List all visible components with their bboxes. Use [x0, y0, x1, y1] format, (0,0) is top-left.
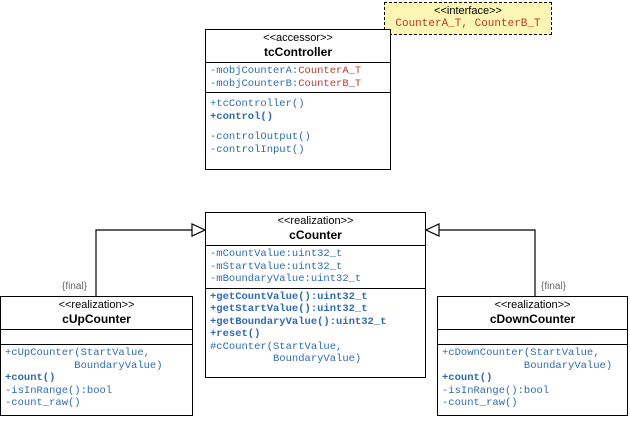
operation: -count_raw(): [5, 397, 81, 409]
attribute-name: -mobjCounterA:: [210, 65, 299, 77]
operations-section: +cDownCounter(StartValue, BoundaryValue)…: [438, 345, 627, 412]
operation: +getStartValue():uint32_t: [210, 303, 368, 315]
class-header: <<realization>> cCounter: [206, 213, 425, 246]
class-name: cDownCounter: [489, 312, 576, 326]
generalization-arrowhead-up: [191, 223, 207, 237]
class-stereotype: <<realization>>: [277, 215, 354, 227]
attribute: -mobjCounterB:CounterB_T: [210, 78, 386, 91]
attribute: -mBoundaryValue:uint32_t: [210, 273, 362, 285]
class-ccounter: <<realization>> cCounter -mCountValue:ui…: [205, 212, 426, 378]
interface-params: CounterA_T, CounterB_T: [395, 18, 541, 30]
operation: BoundaryValue): [5, 359, 163, 372]
class-stereotype: <<realization>>: [58, 299, 135, 311]
class-name: cUpCounter: [62, 312, 131, 326]
final-constraint-down: {final}: [541, 281, 567, 292]
interface-note: <<interface>> CounterA_T, CounterB_T: [384, 2, 552, 35]
class-stereotype: <<accessor>>: [263, 32, 333, 44]
operation: -isInRange():bool: [5, 384, 113, 397]
class-cdowncounter: <<realization>> cDownCounter +cDownCount…: [437, 296, 628, 416]
operation: -controlInput(): [210, 143, 305, 156]
operations-section: +getCountValue():uint32_t +getStartValue…: [206, 289, 425, 368]
operation: -controlOutput(): [210, 131, 311, 143]
operations-section: +tcController() +control() -controlOutpu…: [206, 93, 390, 158]
attributes-section: [1, 330, 192, 345]
class-name: cCounter: [289, 228, 342, 242]
operation: +control(): [210, 110, 274, 123]
operation: #cCounter(StartValue,: [210, 340, 343, 353]
attribute: -mCountValue:uint32_t: [210, 248, 343, 260]
class-header: <<realization>> cUpCounter: [1, 297, 192, 330]
operation: +cUpCounter(StartValue,: [5, 347, 150, 359]
attribute-name: -mobjCounterB:: [210, 77, 299, 90]
operation: +getBoundaryValue():uint32_t: [210, 315, 387, 328]
attributes-section: -mobjCounterA:CounterA_T -mobjCounterB:C…: [206, 63, 390, 93]
attribute: -mobjCounterA:CounterA_T: [210, 65, 386, 78]
attributes-section: [438, 330, 627, 345]
attributes-section: -mCountValue:uint32_t -mStartValue:uint3…: [206, 246, 425, 289]
operations-section: +cUpCounter(StartValue, BoundaryValue) +…: [1, 345, 192, 412]
operation: +tcController(): [210, 98, 305, 110]
operation: +count(): [442, 372, 493, 384]
operation: BoundaryValue): [210, 353, 362, 365]
class-header: <<realization>> cDownCounter: [438, 297, 627, 330]
class-header: <<accessor>> tcController: [206, 30, 390, 63]
attribute-type: CounterB_T: [298, 77, 362, 90]
operation: +count(): [5, 372, 56, 384]
interface-stereotype: <<interface>>: [434, 5, 502, 17]
generalization-line-down: [439, 229, 536, 296]
operation: -count_raw(): [442, 397, 518, 409]
attribute: -mStartValue:uint32_t: [210, 260, 343, 273]
generalization-line-up: [95, 229, 192, 296]
operation: BoundaryValue): [442, 359, 613, 372]
class-tccontroller: <<accessor>> tcController -mobjCounterA:…: [205, 29, 391, 170]
operation: -isInRange():bool: [442, 384, 550, 397]
class-stereotype: <<realization>>: [494, 299, 571, 311]
final-constraint-up: {final}: [62, 281, 88, 292]
spacer: [210, 123, 386, 131]
class-cupcounter: <<realization>> cUpCounter +cUpCounter(S…: [0, 296, 193, 416]
attribute-type: CounterA_T: [298, 65, 362, 77]
class-name: tcController: [263, 45, 332, 59]
operation: +getCountValue():uint32_t: [210, 290, 368, 303]
generalization-arrowhead-down: [424, 223, 440, 237]
operation: +cDownCounter(StartValue,: [442, 347, 600, 359]
operation: +reset(): [210, 328, 261, 340]
